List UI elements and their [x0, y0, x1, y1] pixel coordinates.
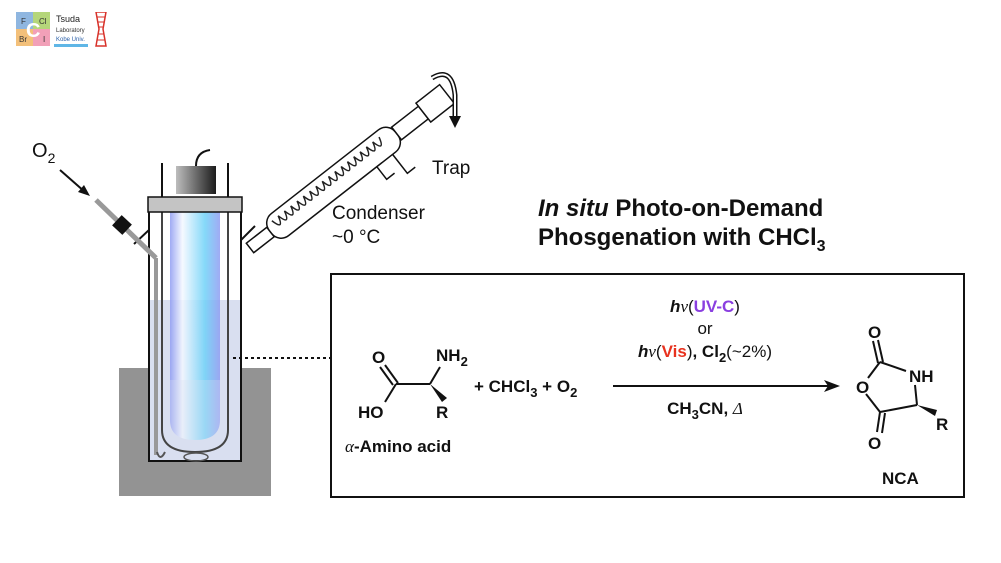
logo-br: Br [19, 35, 27, 44]
kobe-tower-icon [95, 11, 107, 47]
trap-arrow [449, 116, 461, 128]
o2-label: O2 [32, 140, 56, 166]
condenser-temp-label: ~0 °C [332, 227, 380, 248]
logo-underline [54, 44, 88, 47]
o2-arrow [59, 169, 86, 193]
title-line-2: Phosgenation with CHCl3 [538, 224, 826, 255]
product-name: NCA [882, 469, 919, 488]
condenser-label: Condenser [332, 203, 426, 224]
logo-cl: Cl [39, 17, 47, 26]
condenser [245, 83, 456, 254]
nca-structure: O NH O O R [856, 323, 948, 453]
lamp-head [176, 166, 216, 194]
nca-atom-r: R [936, 415, 948, 434]
nca-atom-o-ring: O [856, 378, 869, 397]
trap-label: Trap [432, 158, 470, 179]
scheme-title: In situ Photo-on-Demand Phosgenation wit… [538, 194, 826, 261]
condition-or: or [697, 319, 712, 338]
atom-nh2: NH2 [436, 346, 468, 369]
logo-f: F [21, 17, 26, 26]
stopper [147, 196, 243, 213]
nca-atom-o-bottom: O [868, 434, 881, 453]
condition-uvc: hν(UV-C) [670, 297, 740, 316]
uv-lamp-tube [170, 200, 220, 380]
atom-ho: HO [358, 403, 384, 422]
logo-line3: Kobe Univ. [56, 37, 85, 43]
condition-solvent: CH3CN, Δ [667, 399, 743, 422]
reaction-box [330, 273, 965, 498]
nca-atom-o-top: O [868, 323, 881, 342]
amino-acid-structure: O HO NH2 R [358, 346, 468, 422]
logo-cell-br [16, 29, 33, 46]
photoreactor-apparatus: O2 Trap Condenser ~0 °C [32, 72, 470, 496]
logo-line1: Tsuda [56, 14, 80, 24]
reaction-arrowhead [824, 380, 840, 392]
nca-atom-nh: NH [909, 367, 934, 386]
logo-cell-i [33, 29, 50, 46]
title-line-1: In situ Photo-on-Demand [538, 195, 824, 222]
immersion-well [161, 200, 229, 454]
flask-wall [148, 225, 256, 462]
condition-vis: hν(Vis), Cl2(~2%) [638, 342, 772, 365]
lamp-cable [195, 149, 211, 167]
reagents: + CHCl3 + O2 [474, 377, 577, 400]
logo-i: I [43, 35, 45, 44]
logo-cell-f [16, 12, 33, 29]
logo-cell-cl [33, 12, 50, 29]
logo-c: C [26, 20, 40, 42]
tsuda-lab-logo: F Cl Br I C Tsuda Laboratory Kobe Univ. [16, 11, 116, 54]
logo-line2: Laboratory [56, 28, 85, 34]
septum [112, 215, 132, 235]
stir-bar [183, 452, 209, 462]
condenser-coil [271, 136, 383, 226]
reactant-name: α-Amino acid [345, 437, 451, 456]
atom-r: R [436, 403, 448, 422]
water-ports [376, 153, 416, 181]
atom-o: O [372, 348, 385, 367]
